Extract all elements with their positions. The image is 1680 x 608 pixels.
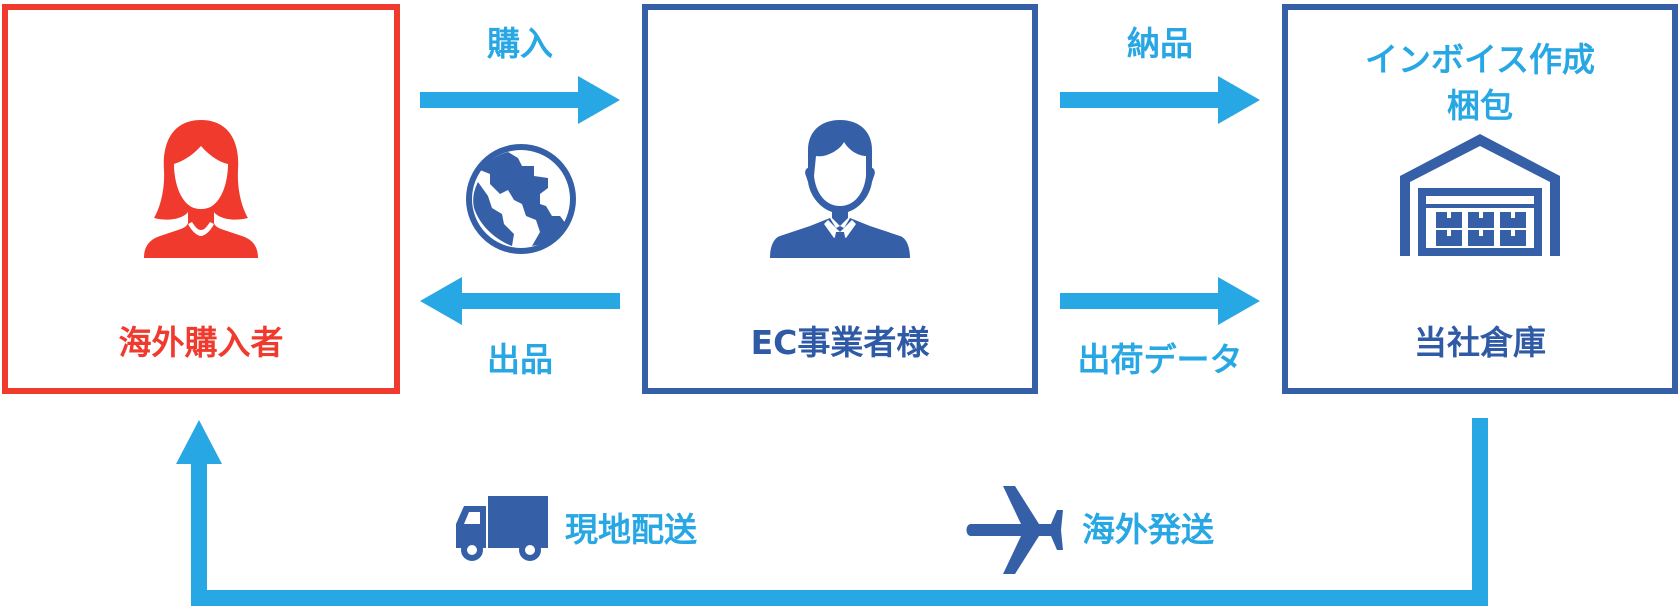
delivery-arrow: [1060, 76, 1260, 124]
woman-icon: [144, 120, 258, 258]
globe-icon: [466, 144, 576, 254]
warehouse-icon: [1400, 134, 1560, 256]
airplane-icon: [966, 486, 1063, 574]
warehouse-label: 当社倉庫: [1414, 323, 1546, 362]
shipping-data-arrow: [1060, 277, 1260, 325]
flow-shipping-data-label: 出荷データ: [1077, 340, 1243, 379]
businessman-icon: [770, 120, 910, 258]
flow-purchase-label: 購入: [487, 24, 553, 63]
warehouse-task-invoice: インボイス作成: [1364, 40, 1595, 79]
buyer-label: 海外購入者: [118, 323, 284, 362]
flow-overseas-shipping-label: 海外発送: [1082, 510, 1214, 549]
merchant-label: EC事業者様: [750, 323, 930, 362]
flow-listing-label: 出品: [487, 340, 553, 379]
warehouse-task-packing: 梱包: [1447, 86, 1513, 125]
listing-arrow: [420, 277, 620, 325]
flow-local-delivery-label: 現地配送: [565, 510, 697, 549]
truck-icon: [456, 496, 548, 561]
purchase-arrow: [420, 76, 620, 124]
flow-delivery-label: 納品: [1127, 24, 1193, 63]
